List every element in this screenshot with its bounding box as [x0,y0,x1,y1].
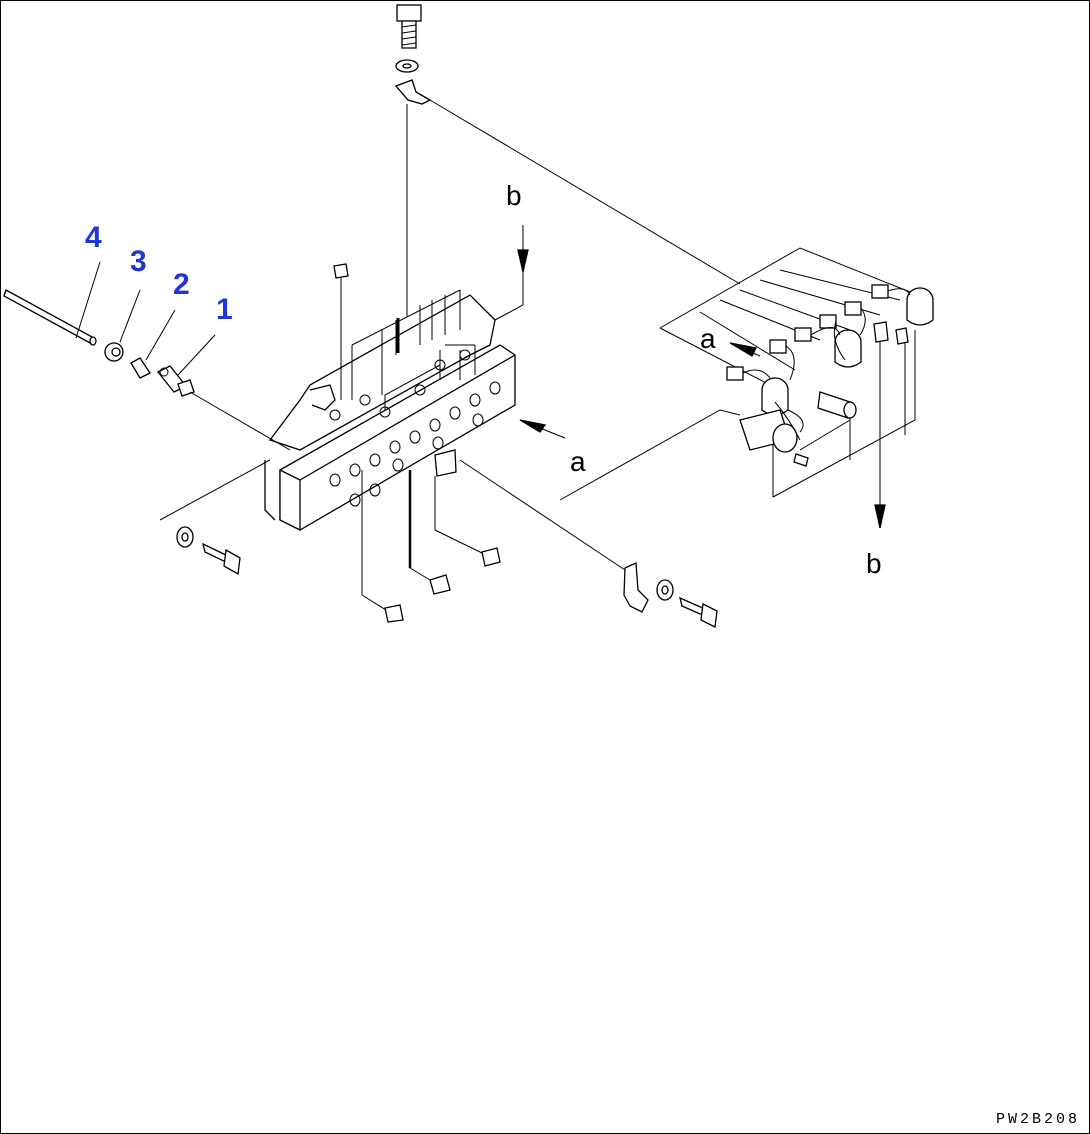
arrow-b-upper [494,225,529,321]
wiring-harness [559,247,934,501]
part-2-sleeve [130,357,151,379]
valve-body [264,289,516,532]
lower-left-bolt [202,542,241,576]
callout-2: 2 [173,268,190,301]
top-washer [395,59,419,73]
label-a-upper: a [700,323,716,354]
label-b-bottom: b [866,548,882,579]
top-plug [333,263,349,400]
lower-bolt-2 [408,470,451,595]
label-b-top: b [506,180,522,211]
arrow-b-lower [874,440,886,529]
lower-right-clamp [623,562,649,613]
callout-4: 4 [85,221,102,254]
callout-3: 3 [130,245,147,278]
arrow-a-upper [729,342,761,357]
arrow-a-middle [519,419,566,439]
lower-bolt-3 [434,449,501,567]
drawing-code: PW2B208 [995,1111,1080,1128]
label-a-middle: a [570,446,586,477]
lower-right-bolt [679,596,718,628]
callout-1: 1 [216,293,233,326]
part-4-rod [3,289,97,346]
part-3-nut [104,342,124,362]
lower-left-washer [176,526,194,548]
lower-right-washer [656,579,674,601]
lower-bolt-1 [361,470,404,623]
part-1-connector [156,365,195,397]
top-bolt [396,4,422,49]
top-clamp [394,79,432,105]
